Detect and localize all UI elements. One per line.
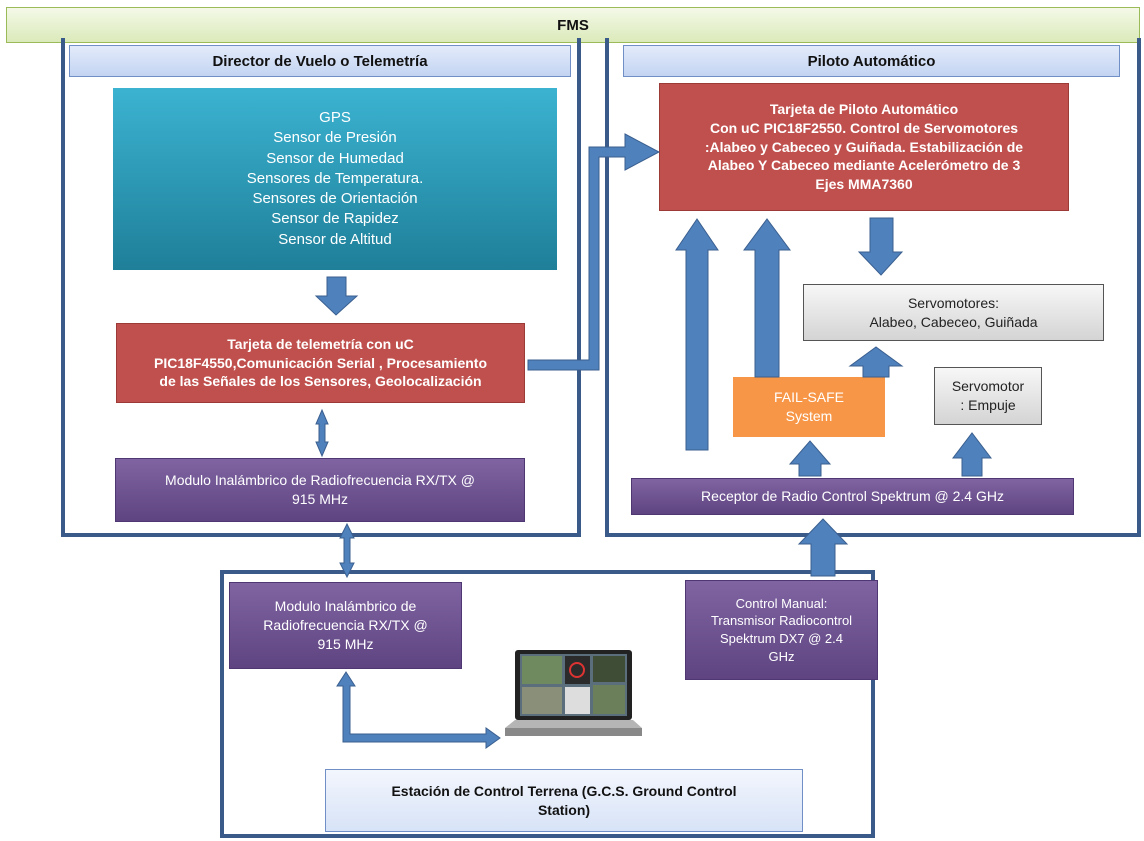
ground-radio-line-2: Radiofrecuencia RX/TX @ xyxy=(263,617,428,634)
arrow-telemetry-to-autopilot xyxy=(527,133,661,371)
failsafe-line-2: System xyxy=(785,408,833,424)
director-radio-line-1: Modulo Inalámbrico de Radiofrecuencia RX… xyxy=(165,472,475,489)
autopilot-line-4: Alabeo Y Cabeceo mediante Acelerómetro d… xyxy=(707,157,1021,174)
arrow-autopilot-to-servos xyxy=(857,217,904,276)
sensor-gps: GPS xyxy=(319,109,351,127)
receiver-box: Receptor de Radio Control Spektrum @ 2.4… xyxy=(631,478,1074,515)
autopilot-header-label: Piloto Automático xyxy=(807,52,936,70)
fms-banner: FMS xyxy=(6,7,1140,43)
telemetry-line-1: Tarjeta de telemetría con uC xyxy=(227,335,414,352)
director-radio-module: Modulo Inalámbrico de Radiofrecuencia RX… xyxy=(115,458,525,522)
ground-radio-line-3: 915 MHz xyxy=(317,635,374,652)
sensor-orientation: Sensores de Orientación xyxy=(252,190,418,208)
station-box: Estación de Control Terrena (G.C.S. Grou… xyxy=(325,769,803,832)
telemetry-card: Tarjeta de telemetría con uC PIC18F4550,… xyxy=(116,323,525,403)
arrow-receiver-to-autopilot-left xyxy=(675,218,719,451)
servos-line-2: Alabeo, Cabeceo, Guiñada xyxy=(869,313,1038,330)
director-frame xyxy=(61,38,581,537)
autopilot-line-2: Con uC PIC18F2550. Control de Servomotor… xyxy=(709,119,1019,136)
autopilot-line-1: Tarjeta de Piloto Automático xyxy=(769,100,959,117)
director-header-label: Director de Vuelo o Telemetría xyxy=(212,52,428,70)
arrow-telemetry-radio-double xyxy=(315,408,329,458)
arrow-failsafe-to-servos xyxy=(848,346,904,378)
station-line-2: Station) xyxy=(537,801,591,818)
sensor-pressure: Sensor de Presión xyxy=(273,129,397,147)
director-header: Director de Vuelo o Telemetría xyxy=(69,45,571,77)
telemetry-line-3: de las Señales de los Sensores, Geolocal… xyxy=(159,373,482,390)
arrow-receiver-to-failsafe xyxy=(788,440,832,477)
arrow-failsafe-to-autopilot xyxy=(743,218,791,378)
autopilot-frame xyxy=(605,38,1141,537)
arrow-sensors-to-telemetry xyxy=(314,276,359,316)
autopilot-header: Piloto Automático xyxy=(623,45,1120,77)
arrow-radio-radio-double xyxy=(339,522,355,579)
station-line-1: Estación de Control Terrena (G.C.S. Grou… xyxy=(391,782,737,799)
director-radio-line-2: 915 MHz xyxy=(291,491,349,507)
ground-radio-line-1: Modulo Inalámbrico de xyxy=(274,598,417,615)
thrust-line-1: Servomotor xyxy=(951,378,1025,395)
manual-control-box: Control Manual: Transmisor Radiocontrol … xyxy=(685,580,878,680)
manual-line-1: Control Manual: xyxy=(735,595,828,611)
autopilot-card: Tarjeta de Piloto Automático Con uC PIC1… xyxy=(659,83,1069,211)
sensor-altitude: Sensor de Altitud xyxy=(278,230,392,248)
manual-line-2: Transmisor Radiocontrol xyxy=(710,613,853,629)
autopilot-line-5: Ejes MMA7360 xyxy=(815,176,913,193)
telemetry-line-2: PIC18F4550,Comunicación Serial , Procesa… xyxy=(153,354,488,371)
servomotors-box: Servomotores: Alabeo, Cabeceo, Guiñada xyxy=(803,284,1104,341)
sensor-temperature: Sensores de Temperatura. xyxy=(246,169,424,187)
failsafe-line-1: FAIL-SAFE xyxy=(773,389,845,406)
autopilot-line-3: :Alabeo y Cabeceo y Guiñada. Estabilizac… xyxy=(704,138,1024,155)
receiver-label: Receptor de Radio Control Spektrum @ 2.4… xyxy=(701,488,1004,505)
ground-radio-module: Modulo Inalámbrico de Radiofrecuencia RX… xyxy=(229,582,462,669)
thrust-line-2: : Empuje xyxy=(960,397,1016,413)
sensor-speed: Sensor de Rapidez xyxy=(271,210,399,228)
arrow-receiver-to-thrust xyxy=(951,432,993,477)
arrow-radio-to-laptop xyxy=(336,671,501,749)
arrow-manual-to-receiver xyxy=(797,518,849,577)
ground-frame xyxy=(220,570,875,838)
manual-line-4: GHz xyxy=(768,648,795,664)
manual-line-3: Spektrum DX7 @ 2.4 xyxy=(719,631,844,646)
servos-line-1: Servomotores: xyxy=(907,294,1000,311)
laptop-icon xyxy=(505,650,642,740)
servomotor-thrust-box: Servomotor : Empuje xyxy=(934,367,1042,425)
failsafe-box: FAIL-SAFE System xyxy=(733,377,885,437)
sensor-humidity: Sensor de Humedad xyxy=(266,149,404,167)
sensors-box: GPS Sensor de Presión Sensor de Humedad … xyxy=(113,88,557,270)
fms-label: FMS xyxy=(557,16,589,34)
